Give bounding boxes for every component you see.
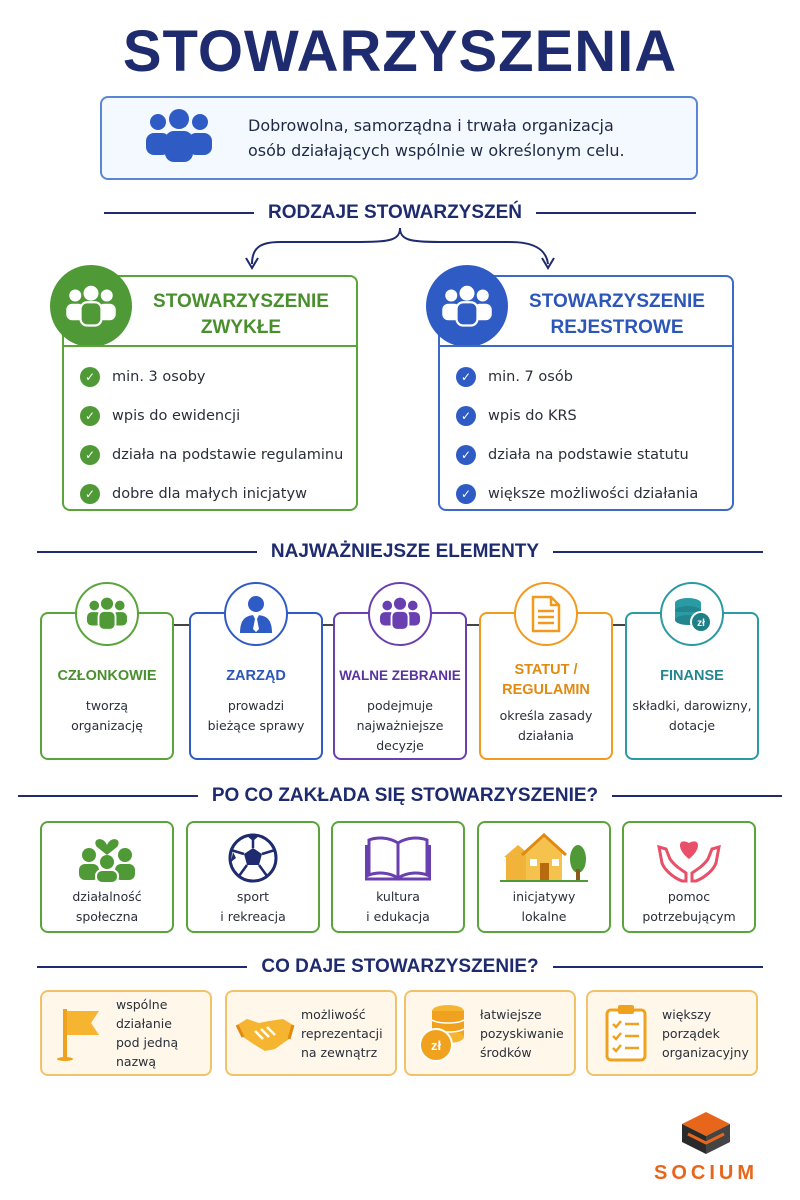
socium-logo-icon xyxy=(682,1112,730,1154)
checklist-icon xyxy=(596,1004,656,1062)
definition-box: Dobrowolna, samorządna i trwała organiza… xyxy=(100,96,698,180)
check-icon: ✓ xyxy=(80,483,100,504)
people-icon xyxy=(368,582,432,646)
check-icon: ✓ xyxy=(456,444,476,465)
handshake-icon xyxy=(235,1011,295,1055)
branch-arrows-icon xyxy=(245,227,555,270)
people-icon xyxy=(75,582,139,646)
house-tree-icon xyxy=(479,831,609,885)
book-icon xyxy=(333,831,463,885)
list-item: ✓wpis do ewidencji xyxy=(80,396,343,435)
page-title: STOWARZYSZENIA xyxy=(122,19,678,84)
check-icon: ✓ xyxy=(80,366,100,387)
person-tie-icon xyxy=(224,582,288,646)
list-item: ✓działa na podstawie statutu xyxy=(456,435,698,474)
coins-icon: zł xyxy=(660,582,724,646)
list-item: ✓min. 3 osoby xyxy=(80,357,343,396)
list-item: ✓większe możliwości działania xyxy=(456,474,698,513)
section-heading-purposes: PO CO ZAKŁADA SIĘ STOWARZYSZENIE? xyxy=(0,783,800,809)
check-icon: ✓ xyxy=(456,366,476,387)
people-icon xyxy=(144,108,214,168)
check-icon: ✓ xyxy=(456,483,476,504)
document-icon xyxy=(514,582,578,646)
svg-text:zł: zł xyxy=(431,1038,442,1053)
list-item: ✓min. 7 osób xyxy=(456,357,698,396)
hands-heart-icon xyxy=(624,831,754,885)
check-icon: ✓ xyxy=(80,405,100,426)
section-heading-types: RODZAJE STOWARZYSZEŃ xyxy=(0,200,800,226)
coins-icon: zł xyxy=(414,1003,474,1063)
flag-icon xyxy=(50,1005,110,1061)
list-item: ✓wpis do KRS xyxy=(456,396,698,435)
definition-text: Dobrowolna, samorządna i trwała organiza… xyxy=(248,116,625,160)
check-icon: ✓ xyxy=(80,444,100,465)
svg-text:zł: zł xyxy=(697,618,705,629)
football-icon xyxy=(188,831,318,885)
people-icon xyxy=(50,265,132,347)
element-card-finances: zł FINANSE składki, darowizny,dotacje xyxy=(625,582,759,760)
section-heading-elements: NAJWAŻNIEJSZE ELEMENTY xyxy=(0,539,800,565)
check-icon: ✓ xyxy=(456,405,476,426)
people-heart-icon xyxy=(42,831,172,885)
people-icon xyxy=(426,265,508,347)
list-item: ✓dobre dla małych inicjatyw xyxy=(80,474,343,513)
section-heading-benefits: CO DAJE STOWARZYSZENIE? xyxy=(0,954,800,980)
list-item: ✓działa na podstawie regulaminu xyxy=(80,435,343,474)
socium-logo: SOCIUM xyxy=(646,1110,766,1185)
